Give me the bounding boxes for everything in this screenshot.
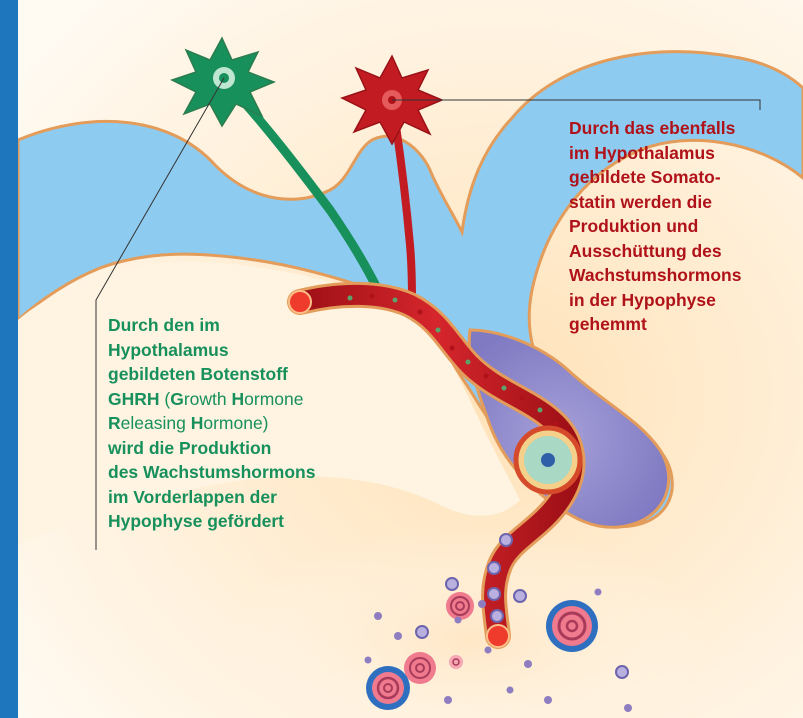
ghrh-word-ormone2: ormone) xyxy=(203,413,268,433)
somatostatin-label-line: statin werden die xyxy=(569,190,741,215)
ghrh-letter-h1: H xyxy=(232,389,245,409)
ghrh-neuron-icon xyxy=(172,38,274,126)
vessel-end-bottom xyxy=(487,625,509,647)
ghrh-label-line-abbr: GHRH (Growth Hormone xyxy=(108,387,315,412)
ghrh-label-line: Hypothalamus xyxy=(108,338,315,363)
ghrh-letter-h2: H xyxy=(191,413,204,433)
ghrh-label-line: des Wachstumshormons xyxy=(108,460,315,485)
ghrh-label-line: gebildeten Botenstoff xyxy=(108,362,315,387)
ghrh-word-rowth: rowth xyxy=(184,389,232,409)
ghrh-label-line: wird die Produktion xyxy=(108,436,315,461)
ghrh-letter-r: R xyxy=(108,413,121,433)
somatostatin-label-line: gehemmt xyxy=(569,312,741,337)
ghrh-letter-g: G xyxy=(170,389,184,409)
ghrh-paren: ( xyxy=(160,389,171,409)
ghrh-label-line-releasing: Releasing Hormone) xyxy=(108,411,315,436)
somatostatin-label-line: im Hypothalamus xyxy=(569,141,741,166)
ghrh-word-ormone1: ormone xyxy=(244,389,303,409)
vessel-end-top xyxy=(289,291,311,313)
somatostatin-label-line: gebildete Somato- xyxy=(569,165,741,190)
somatostatin-label-line: in der Hypophyse xyxy=(569,288,741,313)
pituitary-cell-icon xyxy=(516,428,580,492)
ghrh-word-eleasing: eleasing xyxy=(121,413,191,433)
ghrh-label-line: im Vorderlappen der xyxy=(108,485,315,510)
ghrh-abbr: GHRH xyxy=(108,389,160,409)
ghrh-label-line: Durch den im xyxy=(108,313,315,338)
ghrh-label-line: Hypophyse gefördert xyxy=(108,509,315,534)
somatostatin-label-line: Produktion und xyxy=(569,214,741,239)
somatostatin-label-line: Durch das ebenfalls xyxy=(569,116,741,141)
side-bar xyxy=(0,0,18,718)
somatostatin-label-line: Ausschüttung des xyxy=(569,239,741,264)
somatostatin-label-line: Wachstumshormons xyxy=(569,263,741,288)
somatostatin-label: Durch das ebenfalls im Hypothalamus gebi… xyxy=(569,116,741,337)
ghrh-label: Durch den im Hypothalamus gebildeten Bot… xyxy=(108,313,315,534)
